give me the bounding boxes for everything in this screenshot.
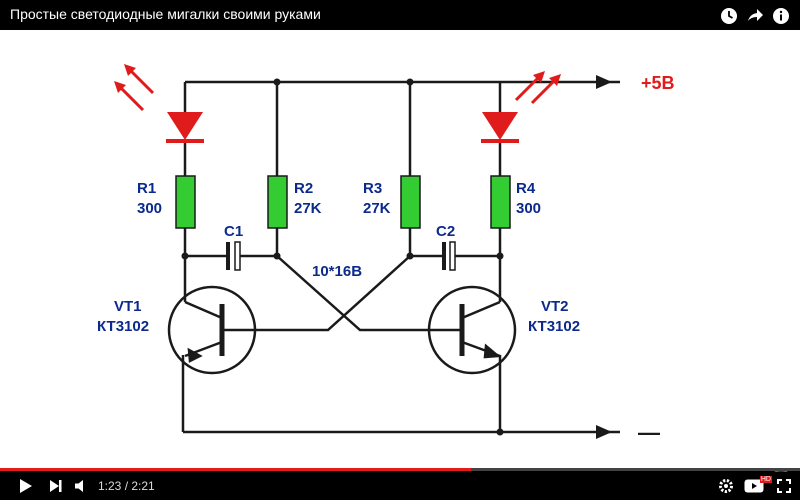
progress-bar[interactable] <box>0 466 800 472</box>
settings-icon[interactable] <box>716 476 736 496</box>
vt1-label: VT1 <box>114 298 142 315</box>
resistor-r1 <box>175 175 196 229</box>
clock-icon[interactable] <box>718 5 740 27</box>
video-title[interactable]: Простые светодиодные мигалки своими рука… <box>10 6 321 22</box>
info-icon[interactable] <box>770 5 792 27</box>
r2-value: 27K <box>294 200 322 217</box>
wires <box>181 80 620 434</box>
capacitor-c2 <box>442 241 456 271</box>
capacitor-c1 <box>226 241 241 271</box>
r4-label: R4 <box>516 180 536 197</box>
led-2 <box>481 71 561 143</box>
junction-dots <box>181 78 504 436</box>
resistors <box>175 175 511 229</box>
c1-label: C1 <box>224 223 243 240</box>
resistor-r3 <box>400 175 421 229</box>
transistor-vt2 <box>427 285 517 375</box>
supply-label: +5В <box>641 73 675 93</box>
progress-fill <box>0 468 472 471</box>
c2-label: C2 <box>436 223 455 240</box>
volume-icon[interactable] <box>72 476 92 496</box>
next-icon[interactable] <box>46 476 66 496</box>
resistor-r2 <box>267 175 288 229</box>
r3-value: 27K <box>363 200 391 217</box>
video-frame[interactable]: R1 300 R2 27K R3 27K R4 300 C1 C2 10*16В… <box>0 30 800 496</box>
circuit-diagram: R1 300 R2 27K R3 27K R4 300 C1 C2 10*16В… <box>97 64 675 445</box>
hd-badge: HD <box>759 476 772 483</box>
r1-value: 300 <box>137 200 162 217</box>
r4-value: 300 <box>516 200 541 217</box>
vt2-model: КТ3102 <box>528 318 580 335</box>
title-bar: Простые светодиодные мигалки своими рука… <box>0 0 800 30</box>
play-icon[interactable] <box>16 476 36 496</box>
vt2-label: VT2 <box>541 298 569 315</box>
share-icon[interactable] <box>744 5 766 27</box>
led-1 <box>114 64 204 143</box>
vt1-model: КТ3102 <box>97 318 149 335</box>
transistor-vt1 <box>167 285 257 375</box>
supply-arrow-icon <box>596 75 612 89</box>
fullscreen-icon[interactable] <box>774 476 794 496</box>
ground-label: — <box>638 420 660 445</box>
r3-label: R3 <box>363 180 382 197</box>
control-bar: 1:23 / 2:21 HD <box>0 472 800 500</box>
resistor-r4 <box>490 175 511 229</box>
capacitor-value: 10*16В <box>312 263 362 280</box>
ground-arrow-icon <box>596 425 612 439</box>
time-display: 1:23 / 2:21 <box>98 479 155 493</box>
youtube-icon[interactable]: HD <box>742 476 772 496</box>
r1-label: R1 <box>137 180 156 197</box>
r2-label: R2 <box>294 180 313 197</box>
